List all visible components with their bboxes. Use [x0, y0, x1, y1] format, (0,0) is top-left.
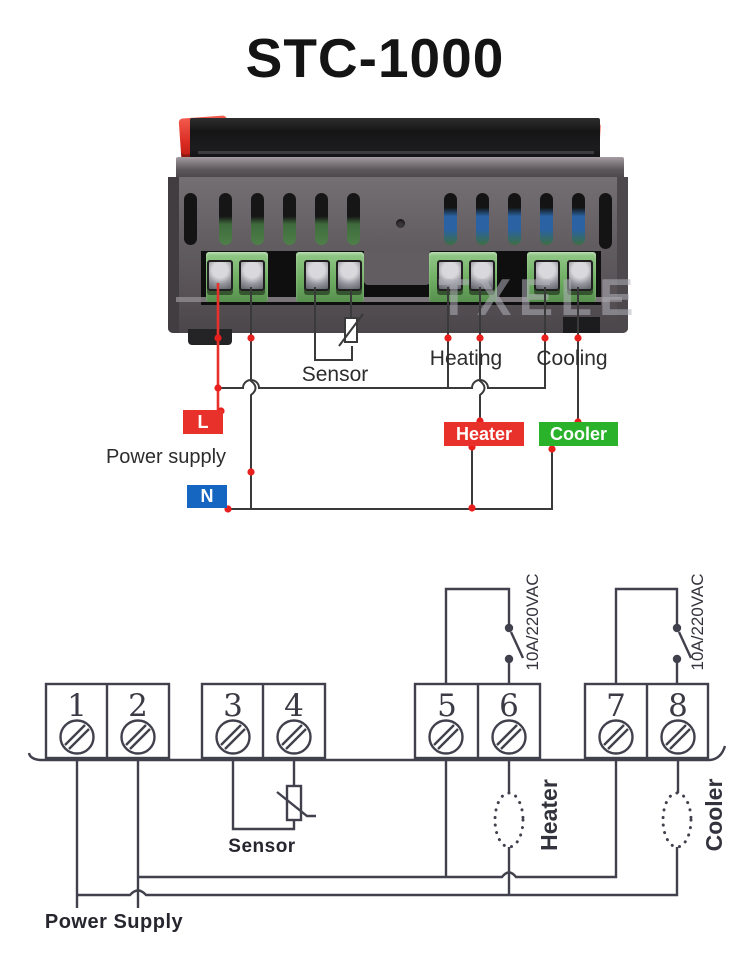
- vent-slot: [476, 193, 489, 245]
- terminal-screw-5: [437, 260, 463, 291]
- terminal-screw-4: [336, 260, 362, 291]
- thermistor-symbol: [285, 784, 303, 822]
- terminal-number-3: 3: [223, 688, 243, 724]
- schematic-ink: [27, 587, 727, 908]
- terminal-screw-8: [567, 260, 593, 291]
- schematic-lines: [27, 587, 727, 908]
- heater-badge: Heater: [444, 422, 524, 446]
- vent-slot: [251, 193, 264, 245]
- sensor-loop: [231, 760, 296, 831]
- vent-slot: [219, 193, 232, 245]
- vent-slot: [315, 193, 328, 245]
- cooler-load-symbol: [661, 791, 693, 849]
- vent-slot: [283, 193, 296, 245]
- controller-photo: [168, 113, 628, 348]
- relay-rating-heating: 10A/220VAC: [523, 573, 542, 671]
- neutral-badge: N: [187, 485, 227, 508]
- heating-label: Heating: [429, 347, 503, 370]
- relay-switch-cooling: [614, 587, 693, 684]
- watermark: TXELE: [438, 269, 641, 327]
- vent-slot: [508, 193, 521, 245]
- live-badge: L: [183, 410, 223, 434]
- case-edge-left: [168, 177, 179, 333]
- terminal-screw-1: [207, 260, 233, 291]
- vent-slot: [540, 193, 553, 245]
- thermistor-stroke: [276, 791, 316, 818]
- terminal-number-4: 4: [284, 688, 304, 724]
- relay-rating-cooling: 10A/220VAC: [688, 573, 707, 671]
- relay-switch-heating: [444, 587, 525, 684]
- din-foot: [188, 329, 232, 345]
- terminal-number-8: 8: [668, 688, 688, 724]
- case-ledge: [176, 297, 622, 302]
- case-notch: [563, 317, 600, 333]
- power-supply-label: Power supply: [105, 446, 227, 468]
- vent-slot: [347, 193, 360, 245]
- cooler-load-label: Cooler: [701, 778, 727, 852]
- vent-slot: [444, 193, 457, 245]
- terminal-number-6: 6: [499, 688, 519, 724]
- terminal-number-2: 2: [128, 688, 148, 724]
- schematic-sensor-label: Sensor: [228, 836, 296, 857]
- bus-line-b: [77, 847, 679, 897]
- sensor-label: Sensor: [301, 363, 369, 386]
- terminal-screw-7: [534, 260, 560, 291]
- case-center-tab: [364, 251, 430, 285]
- heater-load-symbol: [493, 791, 525, 849]
- terminal-screw-2: [239, 260, 265, 291]
- heater-load-label: Heater: [536, 779, 562, 851]
- terminal-screw-3: [304, 260, 330, 291]
- vent-slot: [572, 193, 585, 245]
- page-title: STC-1000: [245, 27, 505, 89]
- case-edge-right: [617, 177, 628, 333]
- terminal-screw-6: [469, 260, 495, 291]
- terminal-number-1: 1: [67, 688, 87, 724]
- vent-slot: [184, 193, 197, 245]
- case-top: [190, 118, 600, 162]
- terminal-number-7: 7: [606, 688, 626, 724]
- screw-symbols: [59, 719, 696, 755]
- schematic-power-supply-label: Power Supply: [44, 911, 184, 933]
- case-screw-hole: [396, 219, 405, 228]
- vent-slot: [599, 193, 612, 249]
- panel-baseline: [27, 745, 727, 762]
- case-top-groove: [198, 151, 594, 154]
- terminal-number-5: 5: [437, 688, 457, 724]
- cooler-badge: Cooler: [539, 422, 618, 446]
- cooling-label: Cooling: [536, 347, 608, 370]
- live-bus-line: [218, 379, 545, 389]
